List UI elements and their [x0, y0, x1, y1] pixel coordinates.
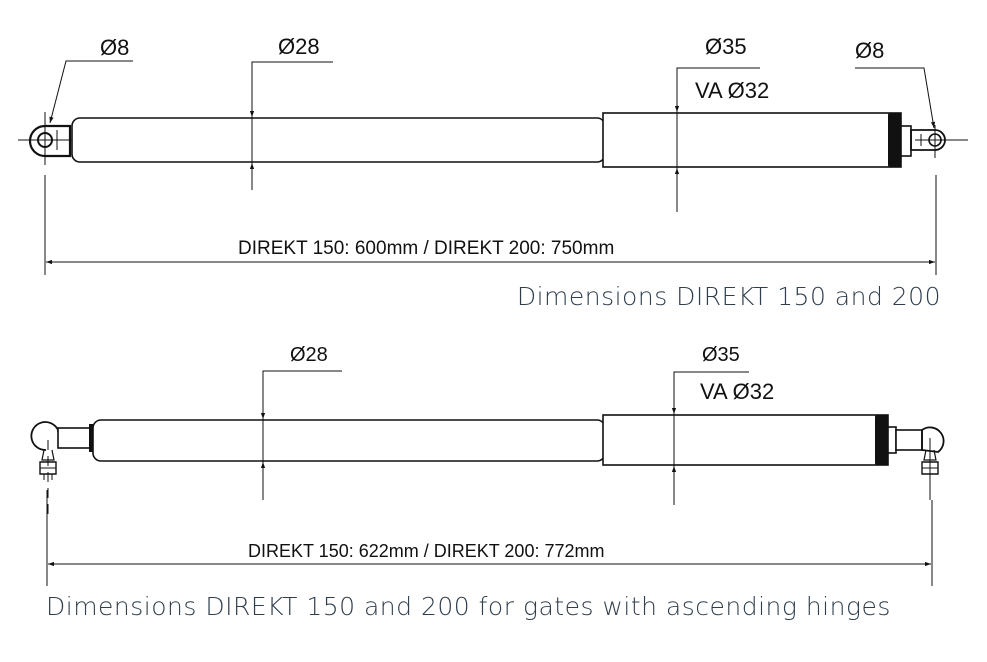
caption-ascending-hinges: Dimensions DIREKT 150 and 200 for gates … — [46, 592, 891, 621]
piston-rod — [92, 419, 606, 462]
left-clevis-eye — [18, 112, 72, 165]
right-clevis-eye — [900, 125, 968, 158]
cylinder-tube — [602, 414, 889, 466]
dim-overall-length-bottom — [46, 490, 933, 586]
caption-standard: Dimensions DIREKT 150 and 200 — [516, 282, 941, 311]
actuator-standard — [18, 60, 968, 275]
dim-left-eye-leader — [49, 60, 133, 124]
label-overall-length-bottom: DIREKT 150: 622mm / DIREKT 200: 772mm — [248, 541, 604, 561]
dim-overall-length-top — [44, 175, 937, 275]
label-tube-variant: VA Ø32 — [700, 379, 774, 404]
label-tube-variant: VA Ø32 — [695, 78, 769, 103]
label-left-eye: Ø8 — [100, 35, 129, 60]
label-rod-diameter: Ø28 — [278, 34, 320, 59]
right-ball-joint — [887, 426, 945, 500]
dim-rod-diameter — [260, 370, 342, 500]
dim-tube-diameter — [674, 67, 760, 212]
dim-tube-diameter — [671, 371, 749, 505]
dim-right-eye-leader — [855, 67, 936, 129]
label-tube-diameter: Ø35 — [702, 344, 740, 366]
end-cap — [875, 415, 888, 465]
cylinder-tube — [602, 112, 902, 168]
label-rod-diameter: Ø28 — [290, 344, 328, 366]
label-tube-diameter: Ø35 — [705, 34, 747, 59]
label-right-eye: Ø8 — [855, 38, 884, 63]
piston-rod — [71, 117, 606, 163]
label-overall-length-top: DIREKT 150: 600mm / DIREKT 200: 750mm — [238, 238, 614, 259]
dim-rod-diameter — [249, 61, 333, 190]
end-cap — [888, 113, 901, 167]
actuator-ascending-hinges — [30, 370, 945, 586]
left-ball-joint — [30, 421, 93, 520]
